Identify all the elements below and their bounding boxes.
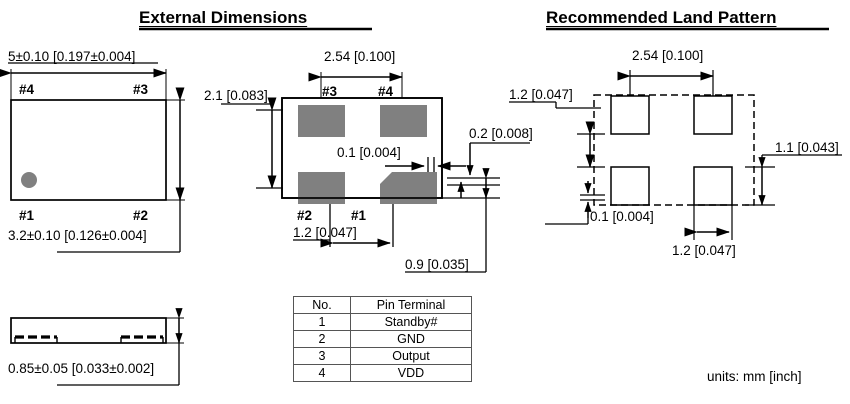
package-side-outline [10, 317, 167, 344]
top-view-height-dimension: 3.2±0.10 [0.126±0.004] [8, 228, 147, 243]
bottom-view-span-dimension: 2.1 [0.083] [204, 88, 268, 103]
top-view-pin-2-label: #2 [133, 208, 149, 223]
land-pitch-dimension: 2.54 [0.100] [632, 48, 704, 63]
land-package-outline [593, 94, 755, 206]
bottom-view-pin-3-label: #3 [322, 84, 338, 99]
pin-terminal-3: Output [350, 347, 472, 365]
bottom-view-pin-1-label: #1 [351, 208, 367, 223]
pin-terminal-1: Standby# [350, 313, 472, 331]
pin-no-1: 1 [293, 313, 351, 331]
land-pad-2 [610, 166, 650, 206]
pin-terminal-4: VDD [350, 364, 472, 382]
top-view-pin-4-label: #4 [19, 82, 35, 97]
table-header-row: No. Pin Terminal [293, 296, 472, 314]
table-row: 4 VDD [293, 364, 472, 382]
table-header-no: No. [293, 296, 351, 314]
bottom-view-pin-2-label: #2 [297, 208, 313, 223]
pin-no-4: 4 [293, 364, 351, 382]
package-pad-1 [380, 172, 437, 204]
package-pad-3 [298, 105, 345, 137]
table-header-pin-terminal: Pin Terminal [350, 296, 472, 314]
bottom-view-pad-width-dimension: 1.2 [0.047] [293, 225, 357, 240]
table-row: 3 Output [293, 347, 472, 365]
table-row: 1 Standby# [293, 313, 472, 331]
land-pad-width-dimension: 1.2 [0.047] [672, 243, 736, 258]
land-pad-height-dimension: 1.1 [0.043] [775, 140, 839, 155]
land-pad-4 [693, 95, 733, 135]
pin-terminal-table: No. Pin Terminal 1 Standby# 2 GND 3 Outp… [293, 296, 472, 382]
land-gap-dimension: 0.1 [0.004] [590, 209, 654, 224]
units-note: units: mm [inch] [707, 369, 802, 384]
land-pad-3 [610, 95, 650, 135]
land-vert-pitch-dimension: 1.2 [0.047] [509, 87, 573, 102]
bottom-view-pin-4-label: #4 [378, 84, 394, 99]
pin-terminal-2: GND [350, 330, 472, 348]
pin-no-3: 3 [293, 347, 351, 365]
top-view-pin-1-label: #1 [19, 208, 35, 223]
pin-no-2: 2 [293, 330, 351, 348]
land-pattern-title: Recommended Land Pattern [546, 8, 777, 27]
package-top-outline [10, 99, 167, 201]
bottom-view-edge-dimension: 0.2 [0.008] [469, 126, 533, 141]
pin1-marker-dot [21, 172, 37, 188]
package-pad-4 [380, 105, 427, 137]
table-row: 2 GND [293, 330, 472, 348]
bottom-view-pad-height-dimension: 0.9 [0.035] [405, 257, 469, 272]
package-pad-2 [298, 172, 345, 204]
land-pad-1 [693, 166, 733, 206]
top-view-pin-3-label: #3 [133, 82, 149, 97]
bottom-view-pitch-dimension: 2.54 [0.100] [324, 49, 396, 64]
external-dimensions-title: External Dimensions [139, 8, 308, 27]
top-view-width-dimension: 5±0.10 [0.197±0.004] [8, 49, 136, 64]
bottom-view-gap-dimension: 0.1 [0.004] [337, 145, 401, 160]
side-view-thickness-dimension: 0.85±0.05 [0.033±0.002] [8, 361, 155, 376]
